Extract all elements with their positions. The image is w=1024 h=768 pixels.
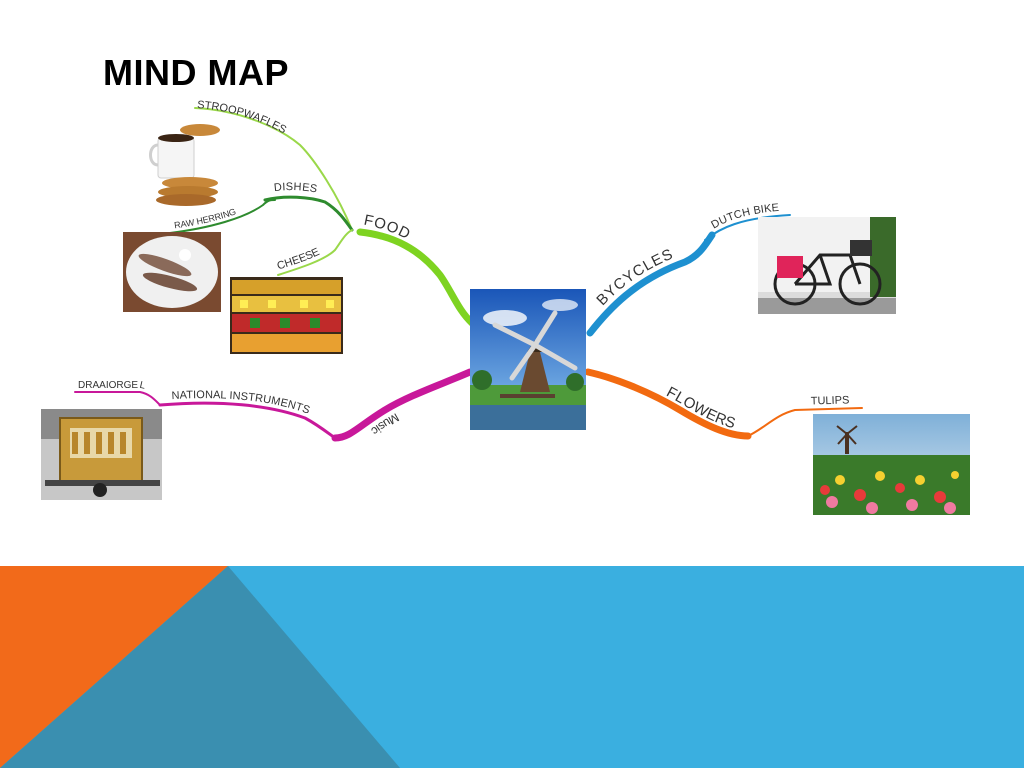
mind-map: STROOPWAFLES FOOD DISHES RAW HERRING CHE…	[41, 99, 970, 515]
line-stroopwafles	[194, 107, 353, 231]
line-cheese	[277, 229, 353, 276]
line-dishes	[263, 195, 354, 232]
label-tulips: TULIPS	[811, 394, 850, 407]
tulips-image	[813, 414, 970, 515]
line-tulips	[747, 407, 863, 437]
line-food	[356, 228, 476, 327]
line-raw-herring	[169, 199, 276, 234]
line-national-instruments	[158, 401, 337, 440]
stroopwafles-image	[140, 118, 228, 208]
footer-band	[0, 566, 1024, 768]
label-dishes: DISHES	[273, 181, 318, 195]
cheese-image	[230, 277, 343, 354]
line-music	[331, 368, 474, 442]
page-title: MIND MAP	[103, 52, 289, 93]
line-dutch-bike	[704, 214, 791, 241]
footer-dark-triangle	[0, 566, 400, 768]
line-draaiorgel	[74, 391, 161, 406]
dutch-bike-image	[758, 217, 896, 314]
windmill-image	[470, 289, 586, 430]
draaiorgel-image	[41, 409, 162, 500]
raw-herring-image	[123, 232, 221, 312]
label-bicycles: BYCYCLES	[593, 246, 675, 309]
line-flowers	[584, 368, 752, 440]
connection-lines	[74, 107, 863, 442]
line-bicycles	[586, 231, 716, 337]
label-draaiorgel: DRAAIORGEL	[78, 380, 147, 392]
